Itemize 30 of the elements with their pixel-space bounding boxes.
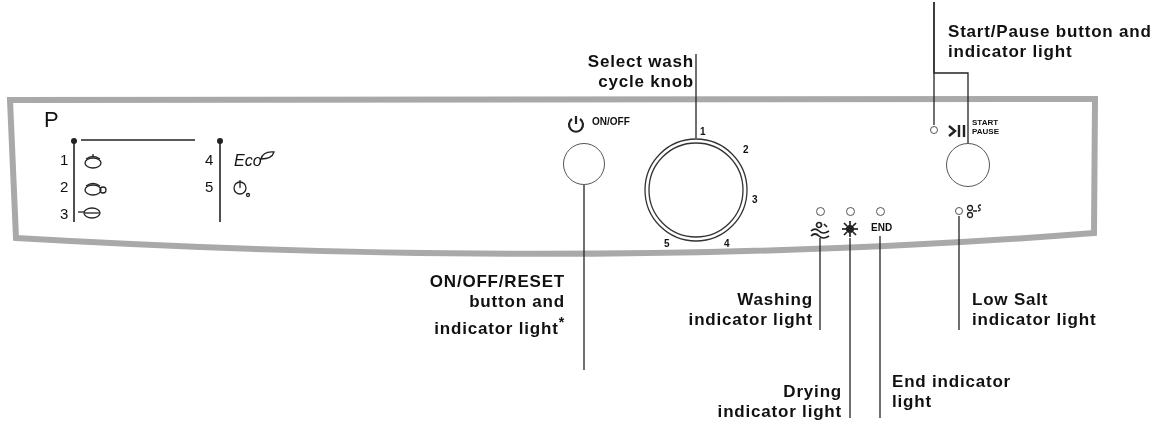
sun-icon (842, 221, 858, 238)
callout-text: ON/OFF/RESET button and indicator light$^{*}$ (400, 272, 565, 339)
leader-line (958, 215, 960, 331)
end-symbol: END (871, 222, 893, 234)
dial-number: 2 (743, 144, 749, 155)
program-number: 3 (60, 206, 69, 222)
washing-icon (810, 221, 830, 238)
button-caption: ON/OFF (592, 116, 630, 127)
dial-number: 4 (724, 238, 730, 249)
callout-text: Select wash cycle knob (566, 52, 694, 92)
leader-line (879, 235, 881, 419)
program-label: P (44, 108, 59, 131)
leader-line (583, 184, 585, 371)
program-number: 5 (205, 179, 214, 195)
callout-text: Low Salt indicator light (972, 290, 1122, 330)
program-number: 4 (205, 152, 214, 168)
callout-text: Start/Pause button and indicator light (948, 22, 1153, 62)
leader-line (695, 53, 697, 139)
callout-text: Washing indicator light (683, 290, 813, 330)
program-name: Eco (234, 152, 262, 169)
button-caption: START PAUSE (972, 118, 1000, 136)
callout-text: End indicator light (892, 372, 1022, 412)
leader-line (933, 1, 969, 144)
dial-number: 1 (700, 126, 706, 137)
callout-text: Drying indicator light (712, 382, 842, 422)
leader-line (819, 237, 821, 331)
program-number: 1 (60, 152, 69, 168)
program-number: 2 (60, 179, 69, 195)
dial-number: 5 (664, 238, 670, 249)
leader-line (849, 237, 851, 419)
